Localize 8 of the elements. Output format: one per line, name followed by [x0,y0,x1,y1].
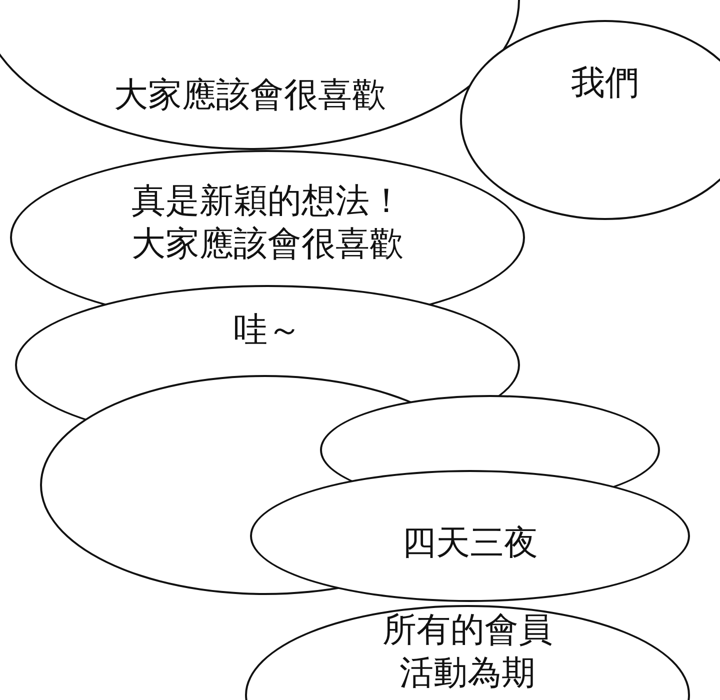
bubble-text: 我們 [571,62,639,104]
bubble-text: 真是新穎的想法！ [132,180,404,222]
bubble-text: 大家應該會很喜歡 [132,222,404,265]
bubble-text: 大家應該會很喜歡 [114,74,386,116]
bubble-text: 所有的會員 [382,609,552,652]
bubble-text: 四天三夜 [402,522,538,564]
bubble-text: 哇～ [234,309,302,352]
bubble-text: 活動為期 [400,652,536,694]
